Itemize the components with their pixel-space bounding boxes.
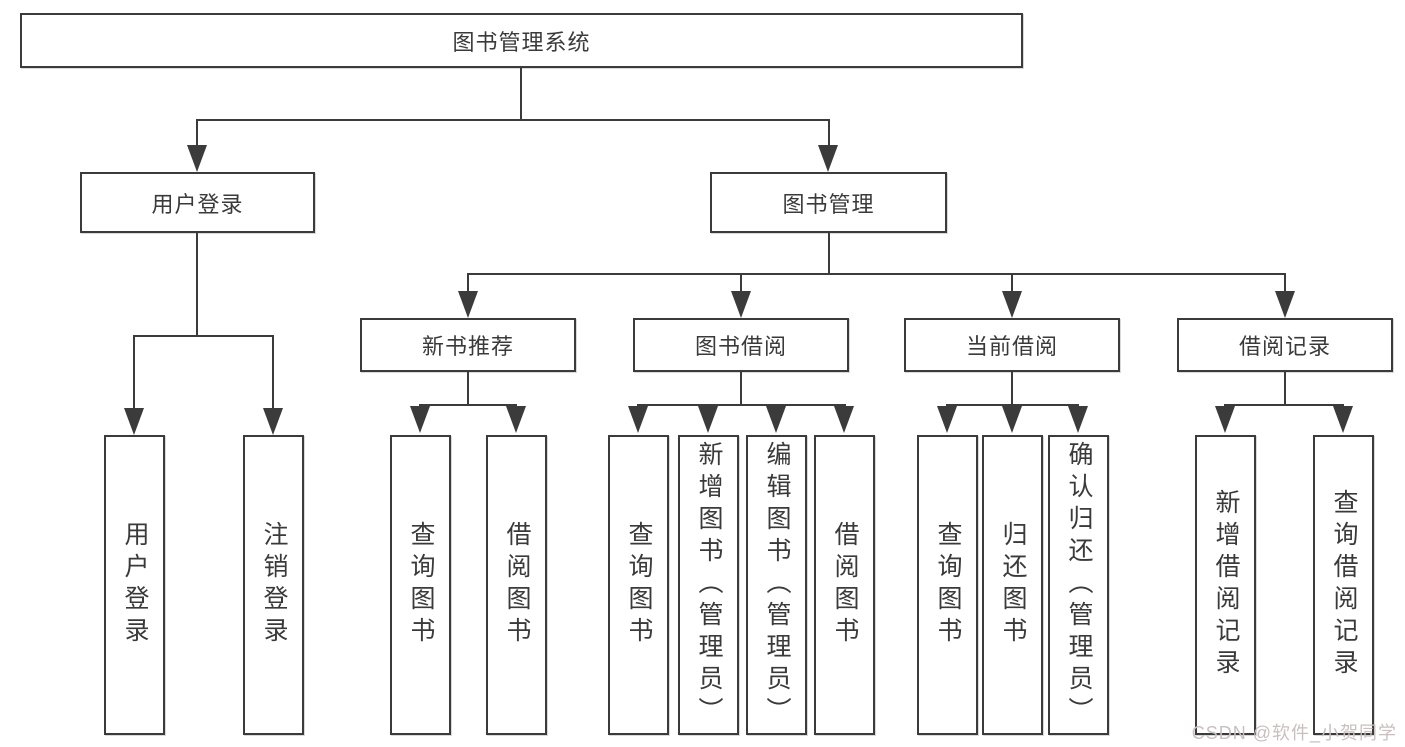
arrow-down-icon bbox=[937, 406, 957, 433]
leaf-query-books-borrow-label: 查询图书 bbox=[625, 521, 653, 649]
connector-section-stem bbox=[1011, 372, 1013, 406]
connector-leaf-drop bbox=[133, 335, 135, 410]
leaf-query-books-borrow: 查询图书 bbox=[608, 435, 669, 735]
leaf-return-books: 归还图书 bbox=[982, 435, 1043, 735]
node-book-borrow-label: 图书借阅 bbox=[694, 334, 787, 359]
connector-level3-drop bbox=[1011, 273, 1013, 293]
connector-book-mgmt-stem bbox=[828, 233, 830, 275]
arrow-down-icon bbox=[1002, 406, 1022, 433]
connector-section-bar bbox=[1224, 404, 1344, 406]
leaf-add-book-admin: 新增图书（管理员） bbox=[678, 435, 739, 735]
connector-leaf-drop bbox=[272, 335, 274, 410]
connector-section-bar bbox=[637, 404, 846, 406]
connector-level3-bar bbox=[467, 273, 1286, 275]
connector-section-stem bbox=[467, 372, 469, 406]
arrow-down-icon bbox=[1275, 291, 1295, 318]
leaf-borrow-books-recommend: 借阅图书 bbox=[486, 435, 547, 735]
connector-level3-drop bbox=[740, 273, 742, 293]
arrow-down-icon bbox=[187, 145, 207, 172]
arrow-down-icon bbox=[1002, 291, 1022, 318]
arrow-down-icon bbox=[410, 406, 430, 433]
node-user-login-label: 用户登录 bbox=[151, 191, 244, 217]
leaf-edit-book-admin-label: 编辑图书（管理员） bbox=[763, 441, 791, 729]
node-root-label: 图书管理系统 bbox=[452, 29, 591, 55]
arrow-down-icon bbox=[628, 406, 648, 433]
connector-root-stem bbox=[520, 68, 522, 120]
connector-section-bar bbox=[946, 404, 1079, 406]
leaf-user-login-label: 用户登录 bbox=[121, 521, 149, 649]
connector-level3-drop bbox=[1284, 273, 1286, 293]
arrow-down-icon bbox=[1068, 406, 1088, 433]
connector-section-bar bbox=[419, 404, 517, 406]
connector-section-stem bbox=[1284, 372, 1286, 406]
leaf-query-books-recommend-label: 查询图书 bbox=[407, 521, 435, 649]
connector-user-login-bar bbox=[133, 335, 274, 337]
csdn-watermark: CSDN @软件_小贺同学 bbox=[1191, 723, 1397, 743]
arrow-down-icon bbox=[834, 406, 854, 433]
node-current-borrow-label: 当前借阅 bbox=[965, 334, 1058, 359]
leaf-query-borrow-record: 查询借阅记录 bbox=[1313, 435, 1374, 735]
node-book-mgmt-label: 图书管理 bbox=[782, 191, 875, 217]
leaf-query-borrow-record-label: 查询借阅记录 bbox=[1330, 489, 1358, 681]
leaf-return-books-label: 归还图书 bbox=[999, 521, 1027, 649]
leaf-add-borrow-record: 新增借阅记录 bbox=[1195, 435, 1256, 735]
leaf-add-book-admin-label: 新增图书（管理员） bbox=[695, 441, 723, 729]
leaf-confirm-return-admin: 确认归还（管理员） bbox=[1048, 435, 1109, 735]
leaf-borrow-books-recommend-label: 借阅图书 bbox=[503, 521, 531, 649]
node-new-book-recommend-label: 新书推荐 bbox=[421, 334, 514, 359]
leaf-confirm-return-admin-label: 确认归还（管理员） bbox=[1065, 441, 1093, 729]
node-current-borrow: 当前借阅 bbox=[904, 318, 1120, 372]
node-borrow-records: 借阅记录 bbox=[1177, 318, 1393, 372]
node-book-mgmt: 图书管理 bbox=[710, 172, 947, 233]
leaf-user-login: 用户登录 bbox=[104, 435, 165, 735]
connector-section-stem bbox=[740, 372, 742, 406]
leaf-query-books-recommend: 查询图书 bbox=[390, 435, 451, 735]
node-borrow-records-label: 借阅记录 bbox=[1238, 334, 1331, 359]
connector-user-login-stem bbox=[196, 233, 198, 336]
arrow-down-icon bbox=[124, 408, 144, 435]
connector-level3-drop bbox=[467, 273, 469, 293]
leaf-add-borrow-record-label: 新增借阅记录 bbox=[1212, 489, 1240, 681]
leaf-edit-book-admin: 编辑图书（管理员） bbox=[746, 435, 807, 735]
node-new-book-recommend: 新书推荐 bbox=[360, 318, 576, 372]
leaf-logout: 注销登录 bbox=[243, 435, 304, 735]
leaf-logout-label: 注销登录 bbox=[260, 521, 288, 649]
arrow-down-icon bbox=[458, 291, 478, 318]
arrow-down-icon bbox=[263, 408, 283, 435]
leaf-borrow-books: 借阅图书 bbox=[814, 435, 875, 735]
arrow-down-icon bbox=[766, 406, 786, 433]
arrow-down-icon bbox=[698, 406, 718, 433]
connector-user-login-drop bbox=[196, 119, 198, 148]
arrow-down-icon bbox=[818, 145, 838, 172]
node-book-borrow: 图书借阅 bbox=[633, 318, 849, 372]
leaf-query-books-current-label: 查询图书 bbox=[934, 521, 962, 649]
arrow-down-icon bbox=[1333, 406, 1353, 433]
arrow-down-icon bbox=[731, 291, 751, 318]
node-user-login: 用户登录 bbox=[80, 172, 315, 233]
connector-level2-bar bbox=[196, 119, 830, 121]
arrow-down-icon bbox=[506, 406, 526, 433]
arrow-down-icon bbox=[1215, 406, 1235, 433]
leaf-borrow-books-label: 借阅图书 bbox=[831, 521, 859, 649]
leaf-query-books-current: 查询图书 bbox=[917, 435, 978, 735]
connector-book-mgmt-drop bbox=[828, 119, 830, 148]
node-root: 图书管理系统 bbox=[20, 13, 1023, 68]
